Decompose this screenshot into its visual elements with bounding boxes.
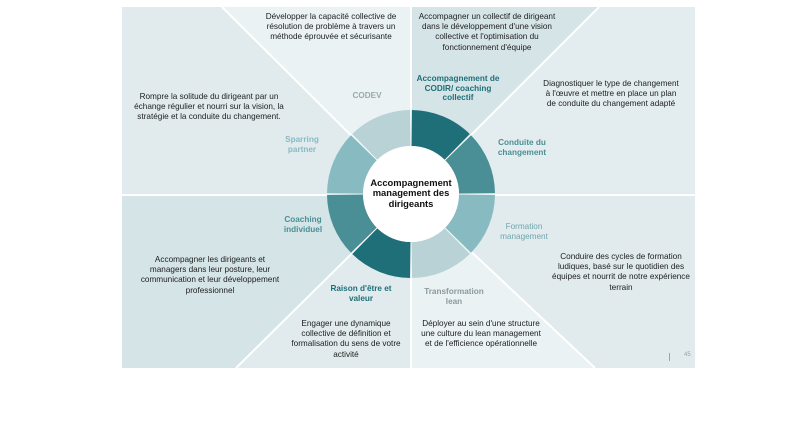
segment-label-3: Transformation lean: [424, 287, 484, 306]
ring-segment-5: [327, 194, 377, 253]
wedge-bottom-left: [122, 196, 410, 368]
segment-label-4: Raison d'être et valeur: [330, 284, 392, 303]
ring-segment-3: [411, 228, 470, 278]
segment-desc-1: Diagnostiquer le type de changement à l'…: [543, 79, 679, 109]
wedge-left: [122, 7, 410, 194]
segment-desc-5: Accompagner les dirigeants et managers d…: [140, 255, 280, 295]
segment-label-6: Sparring partner: [285, 135, 319, 154]
center-circle: [363, 146, 459, 242]
segment-desc-4: Engager une dynamique collective de défi…: [291, 319, 401, 359]
segment-label-0: Accompagnement de CODIR/ coaching collec…: [416, 74, 500, 103]
ring: [327, 110, 495, 278]
page-number-divider: [669, 353, 670, 361]
segment-desc-0: Accompagner un collectif de dirigeant da…: [418, 12, 556, 52]
ring-segment-7: [352, 110, 411, 160]
wedge-top-right: [412, 7, 695, 194]
ring-segment-1: [445, 135, 495, 194]
page-number: 45: [684, 352, 691, 358]
ring-segment-2: [445, 194, 495, 253]
segment-desc-3: Déployer au sein d'une structure une cul…: [421, 319, 541, 349]
segment-label-5: Coaching individuel: [283, 215, 323, 234]
center-title: Accompagnement management des dirigeants: [370, 177, 452, 209]
segment-desc-6: Rompre la solitude du dirigeant par un é…: [134, 92, 284, 122]
segment-label-1: Conduite du changement: [497, 138, 547, 157]
segment-desc-2: Conduire des cycles de formation ludique…: [552, 252, 690, 292]
background-panels: [122, 7, 695, 368]
segment-label-7: CODEV: [352, 91, 382, 100]
segment-label-2: Formation management: [500, 222, 548, 241]
ring-segment-4: [352, 228, 411, 278]
ring-segment-0: [411, 110, 470, 160]
segment-desc-7: Développer la capacité collective de rés…: [265, 12, 397, 42]
ring-segment-6: [327, 135, 377, 194]
wheel-diagram: Accompagnement management des dirigeants…: [122, 7, 695, 368]
